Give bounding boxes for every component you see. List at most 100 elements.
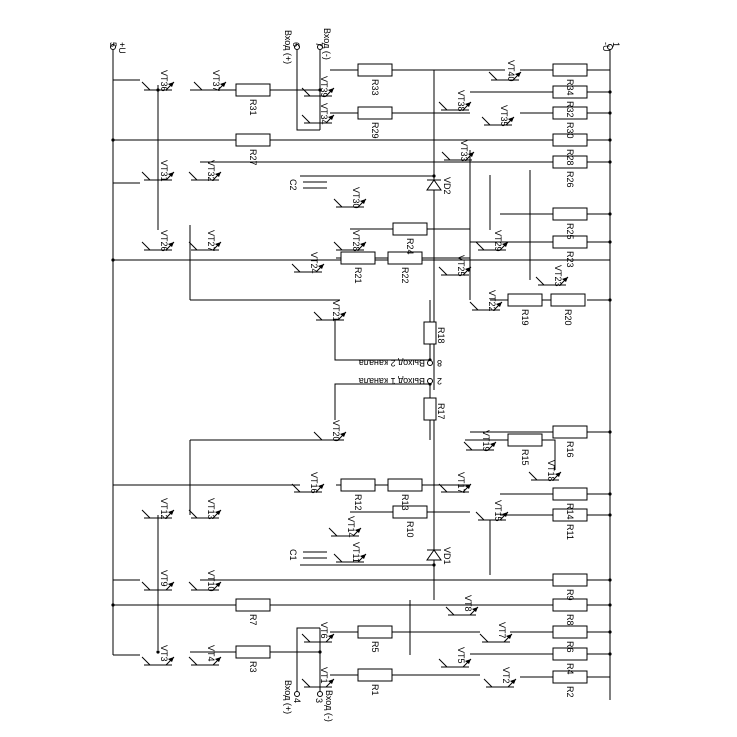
junction-dot — [156, 650, 160, 654]
transistor-vt2: VT2 — [483, 667, 517, 688]
transistor-vt7: VT7 — [479, 622, 513, 643]
emitter-arrow-icon — [328, 634, 334, 639]
terminal-1-pin — [607, 44, 613, 50]
terminal-7-label: Вход (-) — [322, 28, 332, 60]
transistor-collector — [438, 101, 448, 111]
transistor-label: VT22 — [487, 290, 497, 312]
resistor-label: R24 — [405, 238, 415, 255]
transistor-collector — [488, 71, 498, 81]
resistor-r5: R5 — [357, 625, 393, 653]
terminal-1-number: 1 — [611, 42, 621, 47]
transistor-label: VT5 — [456, 647, 466, 664]
transistor-label: VT12 — [159, 498, 169, 520]
transistor-label: VT27 — [206, 230, 216, 252]
diode-label: VD1 — [442, 547, 452, 565]
transistor-label: VT34 — [319, 103, 329, 125]
resistor-body — [552, 670, 588, 684]
transistor-vt31: VT31 — [141, 160, 175, 182]
emitter-arrow-icon — [508, 117, 514, 122]
capacitor-label: C1 — [288, 549, 298, 561]
resistor-body — [552, 106, 588, 120]
transistor-label: VT11 — [351, 542, 361, 563]
transistor-label: VT9 — [159, 570, 169, 587]
transistor-vt5: VT5 — [438, 647, 472, 668]
resistor-r3: R3 — [235, 645, 271, 673]
emitter-arrow-icon — [490, 442, 496, 447]
resistor-label: R10 — [405, 521, 415, 538]
resistor-label: R21 — [353, 267, 363, 284]
transistor-vt10: VT10 — [188, 570, 222, 592]
transistor-label: VT14 — [346, 516, 356, 538]
resistor-label: R27 — [248, 149, 258, 166]
transistor-collector — [291, 263, 301, 273]
resistor-body — [235, 133, 271, 147]
capacitor-label: C2 — [288, 179, 298, 191]
transistor-collector — [475, 241, 485, 251]
resistor-body — [552, 508, 588, 522]
junction-dot — [608, 90, 612, 94]
terminal-8-pin — [427, 360, 433, 366]
resistor-label: R26 — [565, 171, 575, 188]
transistor-collector — [535, 276, 545, 286]
junction-dot — [608, 578, 612, 582]
transistor-collector — [333, 198, 343, 208]
junction-dot — [608, 212, 612, 216]
emitter-arrow-icon — [215, 657, 221, 662]
terminal-2-number: 2 — [437, 376, 442, 386]
resistor-body — [552, 487, 588, 501]
transistor-label: VT32 — [206, 160, 216, 182]
transistor-label: VT17 — [456, 472, 466, 494]
resistor-label: R34 — [565, 79, 575, 96]
resistor-label: R5 — [370, 641, 380, 653]
transistor-collector — [188, 241, 198, 251]
resistor-r25: R25 — [552, 207, 588, 240]
terminal-1-label: -U — [601, 42, 611, 52]
resistor-r30: R30 — [552, 106, 588, 139]
resistor-body — [552, 235, 588, 249]
resistor-r1: R1 — [357, 668, 393, 696]
junction-dot — [608, 492, 612, 496]
resistor-r13: R13 — [387, 478, 423, 511]
transistor-vt1: VT1 — [301, 667, 335, 688]
transistor-label: VT30 — [351, 187, 361, 209]
terminal-6-number: 6 — [291, 42, 301, 47]
transistor-collector — [528, 471, 538, 481]
transistor-vt18: VT18 — [528, 460, 562, 482]
transistor-collector — [333, 241, 343, 251]
transistor-collector — [141, 81, 151, 91]
terminal-3-label: Вход (-) — [324, 690, 334, 722]
emitter-arrow-icon — [502, 512, 508, 517]
transistor-label: VT7 — [497, 622, 507, 639]
transistor-collector — [141, 656, 151, 666]
transistor-collector — [313, 311, 323, 321]
resistor-r18: R18 — [423, 321, 446, 345]
transistor-collector — [469, 301, 479, 311]
resistor-body — [507, 293, 543, 307]
resistor-body — [552, 63, 588, 77]
resistor-body — [357, 668, 393, 682]
transistor-collector — [141, 509, 151, 519]
transistor-label: VT24 — [309, 252, 319, 274]
terminal-4-pin — [294, 691, 300, 697]
transistor-vt39: VT39 — [301, 76, 335, 98]
transistor-vt4: VT4 — [188, 645, 222, 666]
junction-dot — [608, 160, 612, 164]
resistor-r7: R7 — [235, 598, 271, 626]
transistor-collector — [301, 87, 311, 97]
terminal-6-pin — [294, 44, 300, 50]
emitter-arrow-icon — [472, 607, 478, 612]
transistor-vt38: VT38 — [438, 90, 472, 112]
transistor-label: VT6 — [319, 622, 329, 639]
resistor-body — [357, 63, 393, 77]
resistor-r34: R34 — [552, 63, 588, 96]
transistor-label: VT21 — [331, 300, 341, 322]
resistor-r26: R26 — [552, 155, 588, 188]
resistor-body — [423, 321, 437, 345]
transistor-label: VT35 — [499, 105, 509, 127]
resistor-body — [340, 478, 376, 492]
transistor-label: VT2 — [501, 667, 511, 684]
terminal-7-number: 7 — [314, 42, 324, 47]
transistor-collector — [479, 633, 489, 643]
transistor-collector — [141, 171, 151, 181]
terminal-5-pin — [110, 44, 116, 50]
